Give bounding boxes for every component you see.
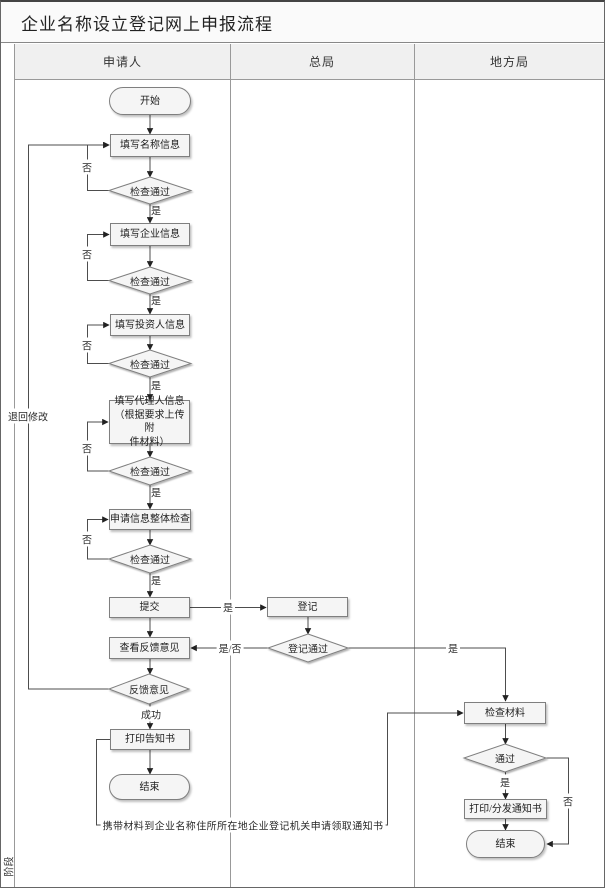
edge-label-no-5: 否	[80, 531, 94, 547]
node-start: 开始	[109, 87, 191, 115]
decision-label-check-name: 检查通过	[130, 187, 170, 199]
node-check-materials: 检查材料	[464, 702, 546, 724]
edge-label-yes-5: 是	[151, 576, 161, 588]
edge-label-yes-2: 是	[151, 296, 161, 308]
edge-label-pass-no: 否	[561, 793, 575, 809]
node-overall-check: 申请信息整体检查	[109, 509, 191, 530]
stage-column: 阶段	[1, 44, 16, 887]
decision-register-pass	[266, 633, 350, 663]
title-bar: 企业名称设立登记网上申报流程	[1, 2, 604, 43]
decision-check-name	[107, 176, 193, 205]
decision-label-check-investor: 检查通过	[130, 360, 170, 372]
edge-label-collect-note: 携带材料到企业名称住所所在地企业登记机关申请领取通知书	[100, 817, 386, 833]
node-submit: 提交	[109, 597, 190, 618]
node-fill-agent: 填写代理人信息 （根据要求上传附 件材料）	[109, 396, 190, 448]
decision-feedback	[107, 673, 191, 705]
decision-check-company	[107, 266, 193, 295]
lane-divider-2	[414, 44, 415, 887]
decision-pass	[462, 743, 548, 773]
lane-header-row: 申请人 总局 地方局	[15, 44, 604, 80]
node-view-feedback: 查看反馈意见	[109, 637, 190, 659]
decision-check-overall	[107, 544, 193, 574]
decision-label-register-pass: 登记通过	[288, 644, 328, 656]
decision-shapes	[107, 176, 548, 773]
edge-label-register-yes: 是	[446, 640, 460, 656]
lane-header-local-bureau: 地方局	[489, 55, 529, 69]
node-print-distribute: 打印/分发通知书	[464, 799, 547, 819]
edge-label-no-3: 否	[80, 337, 94, 353]
edge-label-yes-1: 是	[151, 206, 161, 218]
node-end-applicant: 结束	[109, 774, 190, 800]
node-fill-investor: 填写投资人信息	[110, 314, 190, 336]
lane-header-applicant: 申请人	[102, 55, 142, 69]
decision-label-check-agent: 检查通过	[130, 467, 170, 479]
lane-header-general-bureau: 总局	[308, 55, 335, 69]
node-fill-company: 填写企业信息	[110, 223, 190, 246]
edge-label-yes-4: 是	[151, 488, 161, 500]
node-print-notice: 打印告知书	[110, 729, 190, 750]
edge-label-no-4: 否	[80, 440, 94, 456]
node-register: 登记	[267, 597, 348, 617]
page-title: 企业名称设立登记网上申报流程	[21, 14, 273, 34]
edge-label-yes-3: 是	[151, 381, 161, 393]
decision-label-check-overall: 检查通过	[130, 555, 170, 567]
decision-check-agent	[107, 456, 193, 486]
edge-label-submit-yes: 是	[221, 599, 235, 615]
decision-check-investor	[107, 349, 193, 378]
node-fill-name: 填写名称信息	[110, 134, 190, 157]
decision-label-pass: 通过	[495, 754, 515, 766]
decision-label-feedback: 反馈意见	[129, 685, 169, 697]
decision-label-check-company: 检查通过	[130, 277, 170, 289]
lane-divider-1	[230, 44, 231, 887]
edge-label-no-1: 否	[80, 159, 94, 175]
edge-label-pass-yes: 是	[498, 774, 512, 790]
edge-label-return-modify: 退回修改	[6, 408, 50, 424]
edge-label-no-2: 否	[80, 246, 94, 262]
edge-label-yes-no: 是/否	[216, 640, 244, 656]
node-end-local: 结束	[466, 830, 545, 858]
edge-label-success: 成功	[139, 706, 163, 722]
